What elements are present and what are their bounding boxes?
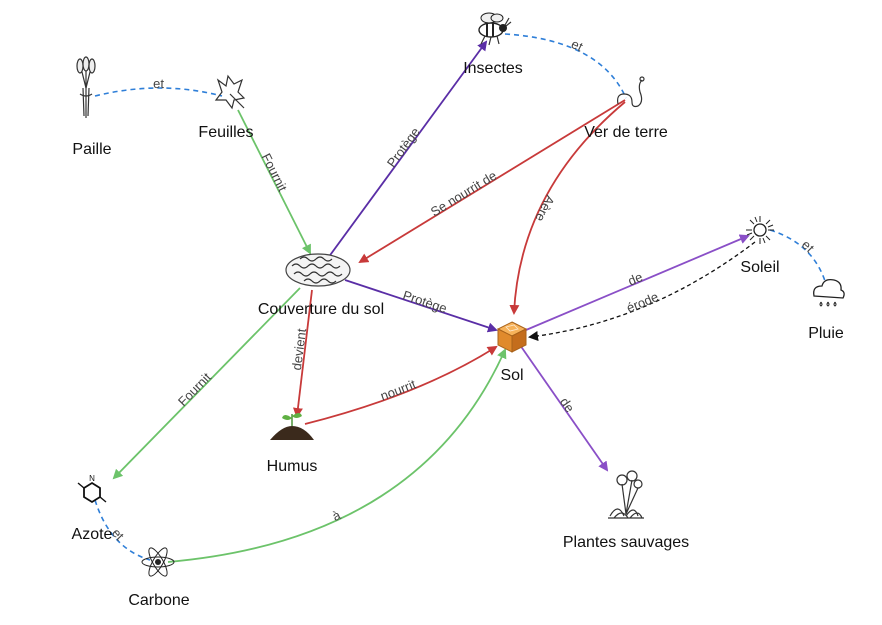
node-label-humus: Humus xyxy=(267,458,318,475)
edge-label-insectes-ver: et xyxy=(569,36,586,54)
atom-icon xyxy=(141,547,175,577)
edge-label-couverture-humus: devient xyxy=(289,327,309,371)
molecule-icon: N xyxy=(77,474,107,504)
node-label-paille: Paille xyxy=(72,141,111,158)
edge-label-soleil-pluie: et xyxy=(799,237,818,256)
node-label-azote: Azote xyxy=(72,526,113,543)
node-label-ver-de-terre: Ver de terre xyxy=(584,124,668,141)
edge-label-couverture-azote: Fournit xyxy=(175,369,214,409)
node-label-soleil: Soleil xyxy=(740,259,779,276)
edge-soleil-pluie xyxy=(769,229,829,293)
leaf-icon xyxy=(214,74,246,110)
dandelion-icon xyxy=(608,470,644,519)
node-label-feuilles: Feuilles xyxy=(198,124,253,141)
node-label-pluie: Pluie xyxy=(808,325,844,342)
edge-couverture-insectes xyxy=(327,40,488,259)
edge-label-couverture-insectes: Protège xyxy=(384,125,423,171)
edge-label-sol-plantes: de xyxy=(557,395,578,415)
node-label-insectes: Insectes xyxy=(463,60,523,77)
node-label-carbone: Carbone xyxy=(128,592,189,609)
edge-couverture-sol xyxy=(344,279,498,333)
edge-ver-couverture xyxy=(358,99,626,264)
edge-ver-sol xyxy=(509,101,626,315)
edge-label-ver-couverture: Se nourrit de xyxy=(428,168,499,220)
edge-azote-carbone xyxy=(94,499,151,561)
edge-sol-soleil xyxy=(525,234,750,331)
edge-paille-feuilles xyxy=(94,87,223,97)
node-label-couverture-du-sol: Couverture du sol xyxy=(258,301,384,318)
edge-soleil-sol xyxy=(528,241,756,341)
rain-cloud-icon xyxy=(813,278,845,307)
worm-icon xyxy=(617,76,645,108)
edge-couverture-azote xyxy=(112,287,301,480)
edge-sol-plantes xyxy=(519,344,609,472)
edge-label-humus-sol: nourrit xyxy=(378,376,418,403)
wheat-icon xyxy=(76,56,96,118)
edge-label-couverture-sol: Protège xyxy=(401,287,449,316)
edge-label-paille-feuilles: et xyxy=(153,76,164,91)
sun-icon xyxy=(746,216,774,244)
svg-text:N: N xyxy=(89,474,95,483)
edge-label-sol-soleil: de xyxy=(626,269,645,288)
soil-cube-icon xyxy=(496,321,528,353)
edge-label-ver-sol: Aère xyxy=(532,193,557,224)
node-label-plantes-sauvages: Plantes sauvages xyxy=(563,534,689,551)
edge-carbone-sol xyxy=(167,348,507,563)
edge-insectes-ver xyxy=(504,33,627,99)
edge-humus-sol xyxy=(304,345,498,425)
sprout-icon xyxy=(270,413,314,440)
bee-icon xyxy=(478,12,512,46)
edge-couverture-humus xyxy=(292,289,313,418)
mulch-icon xyxy=(285,253,351,287)
edge-feuilles-couverture xyxy=(237,109,311,255)
edge-label-soleil-sol: érode xyxy=(624,289,660,316)
edge-label-carbone-sol: à xyxy=(330,507,344,524)
edge-label-feuilles-couverture: Fournit xyxy=(259,151,291,194)
node-label-sol: Sol xyxy=(500,367,523,384)
